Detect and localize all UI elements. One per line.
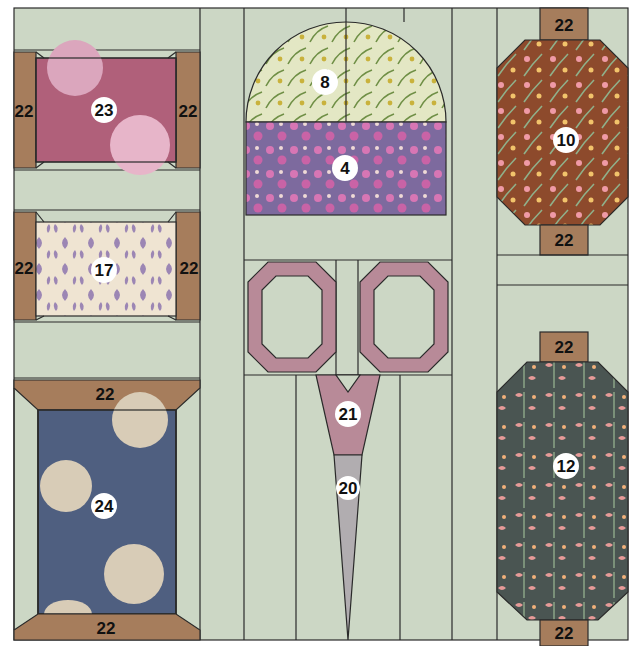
callout-number: 20 — [339, 480, 358, 497]
callout-number: 22 — [555, 232, 574, 249]
callout-number: 12 — [557, 458, 576, 475]
callout-number: 4 — [340, 160, 349, 177]
callout-number: 22 — [555, 17, 574, 34]
callout-number: 21 — [339, 406, 358, 423]
callout-number: 24 — [95, 498, 114, 515]
callout-number: 10 — [557, 132, 576, 149]
callout-number: 8 — [320, 74, 329, 91]
callout-number: 22 — [555, 625, 574, 642]
callout-number: 22 — [179, 103, 198, 120]
callout-number: 22 — [15, 260, 34, 277]
callout-number: 22 — [97, 620, 116, 637]
callout-number: 22 — [96, 386, 115, 403]
callout-number: 22 — [15, 103, 34, 120]
callout-number: 22 — [180, 260, 199, 277]
callout-number: 23 — [95, 102, 114, 119]
callout-number: 17 — [95, 262, 114, 279]
callout-number: 22 — [555, 339, 574, 356]
